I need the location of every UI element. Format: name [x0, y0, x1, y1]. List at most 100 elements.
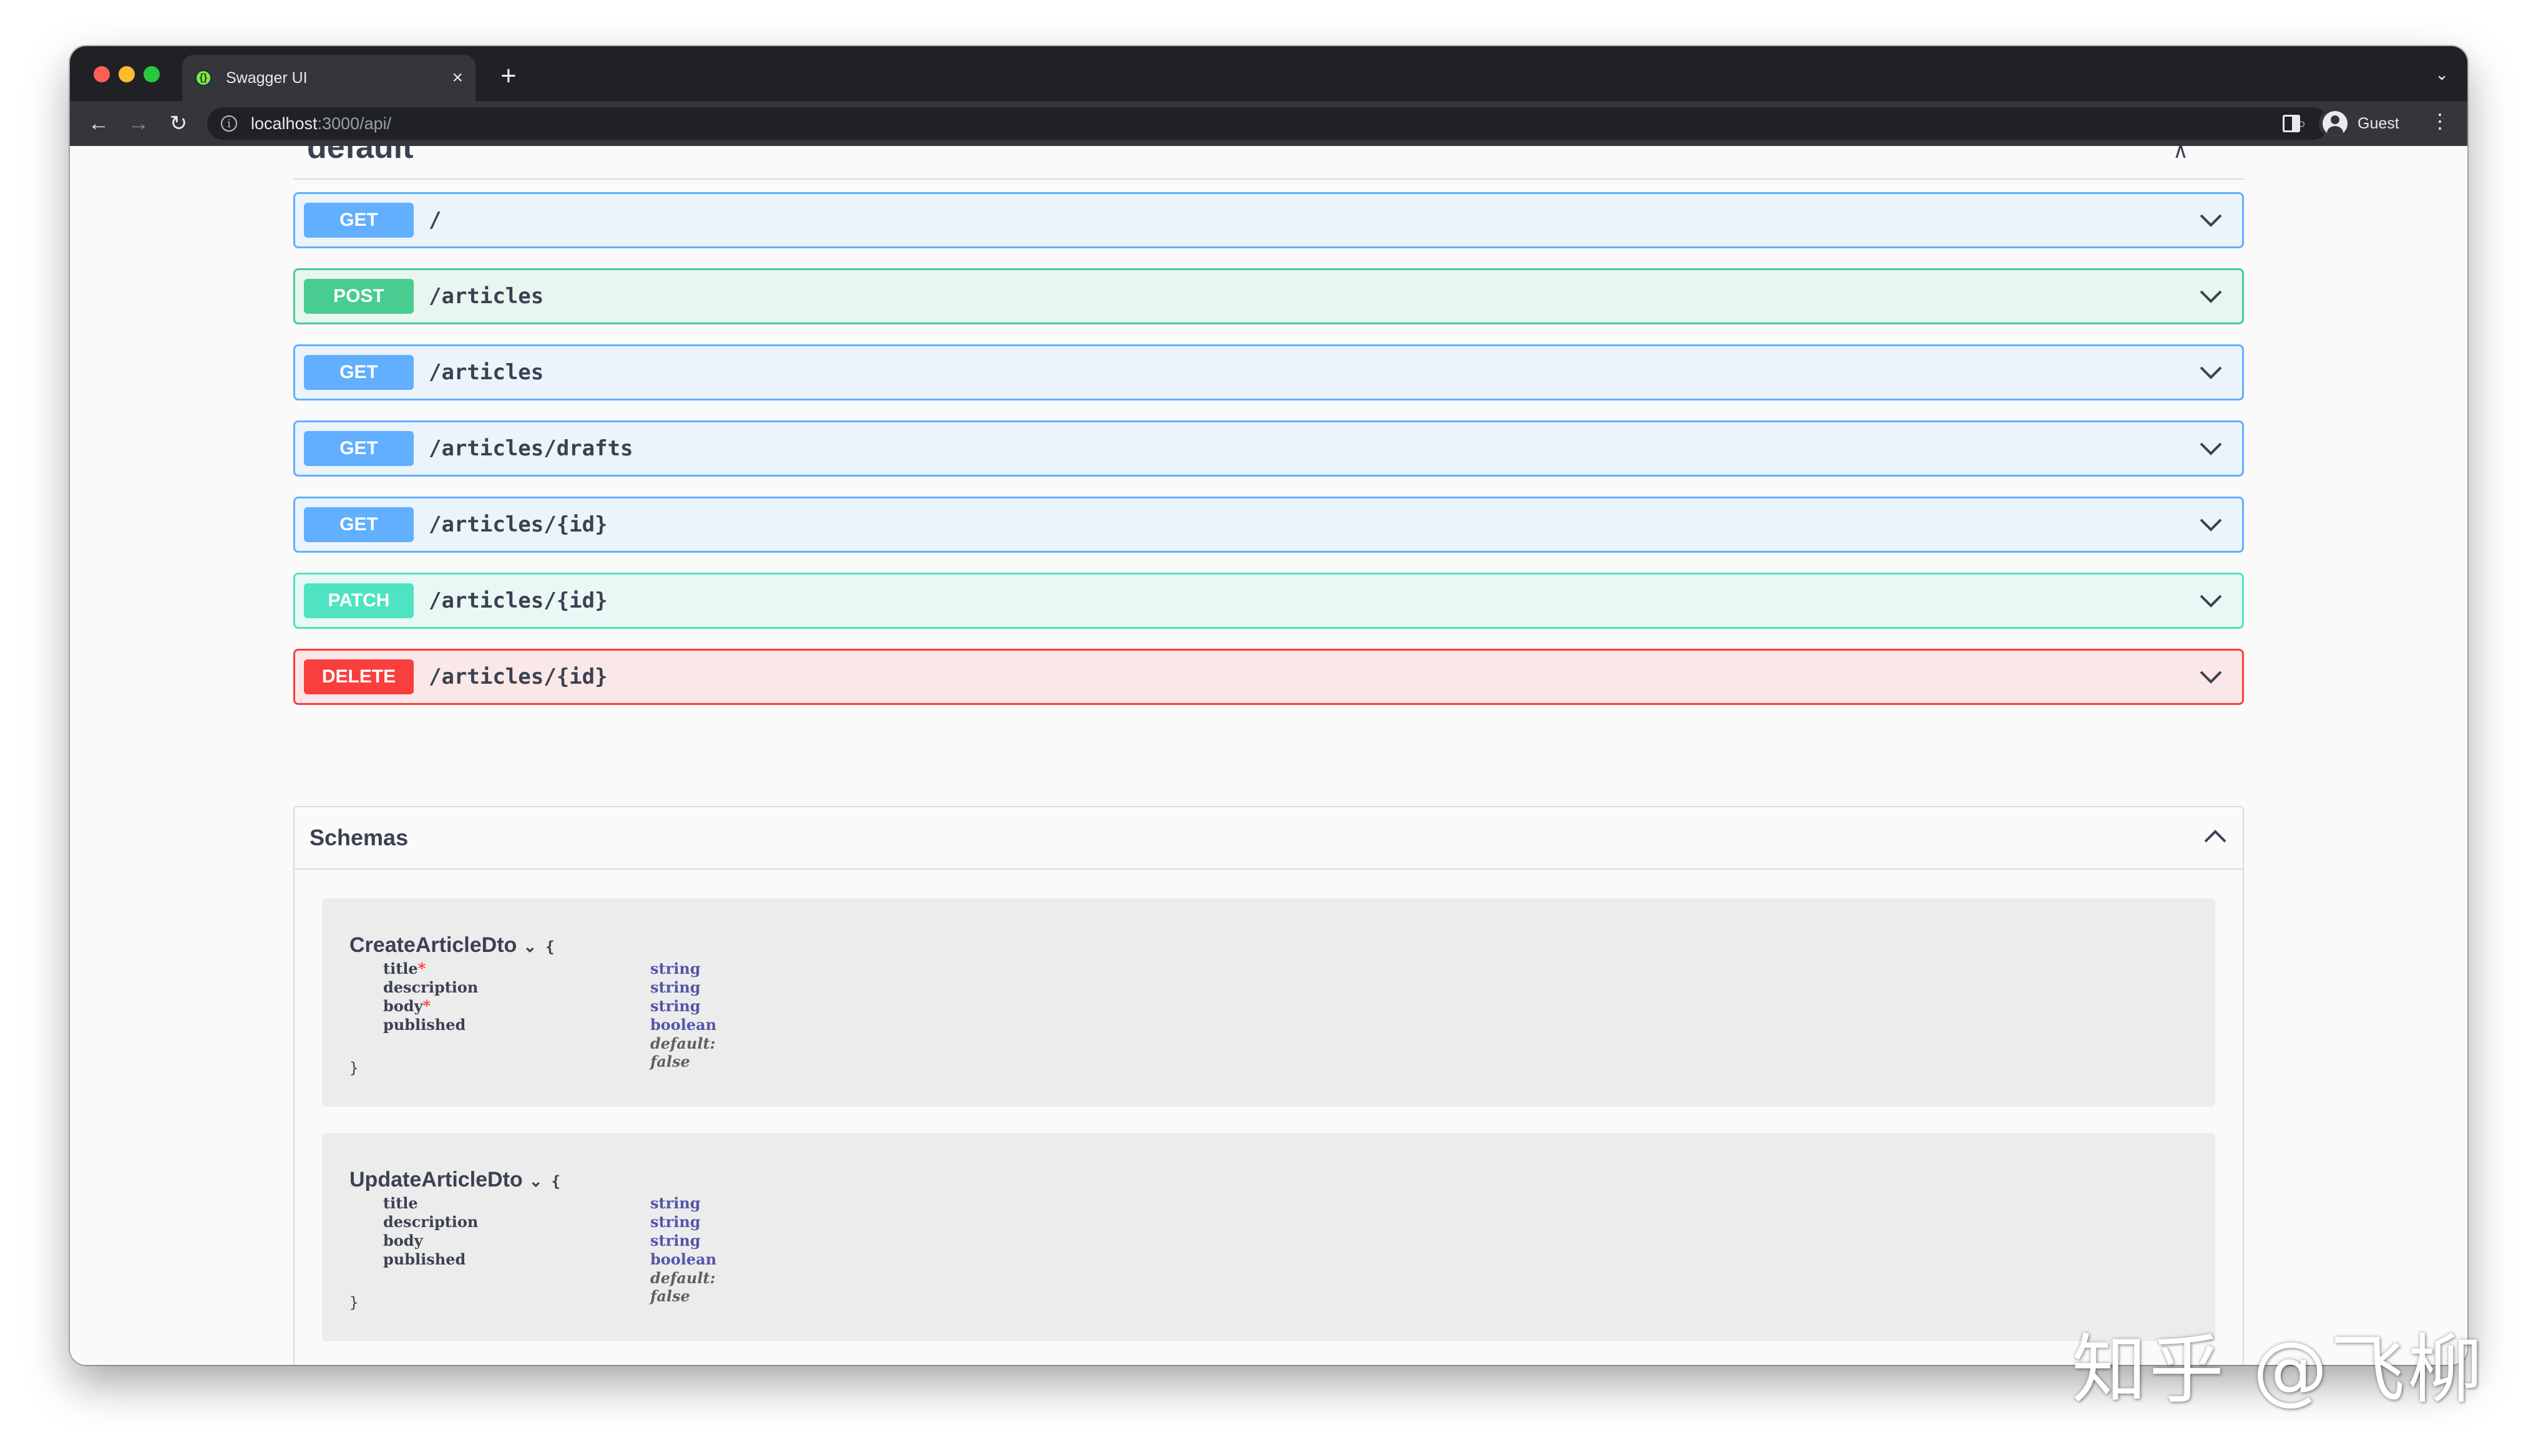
open-brace: {: [545, 938, 555, 956]
model-create-article-dto: CreateArticleDto⌄{ title* string descrip…: [322, 898, 2215, 1107]
method-badge: PATCH: [304, 583, 414, 618]
address-bar[interactable]: i localhost :3000/api/ ⌕: [207, 107, 2329, 140]
tab-title: Swagger UI: [226, 69, 308, 87]
property-row: published boolean default: false: [383, 1016, 716, 1070]
chevron-up-icon[interactable]: [2203, 829, 2228, 847]
property-default: default: false: [650, 1034, 716, 1070]
site-info-icon[interactable]: i: [221, 115, 237, 132]
chevron-down-icon[interactable]: [2192, 208, 2230, 233]
method-badge: GET: [304, 355, 414, 390]
property-row: title string: [383, 1194, 701, 1213]
opblock-get-articles[interactable]: GET /articles: [293, 344, 2244, 400]
endpoint-path: /articles: [429, 360, 544, 385]
property-type: string: [650, 978, 701, 996]
opblock-get-root[interactable]: GET /: [293, 192, 2244, 248]
url-host: localhost: [251, 114, 318, 133]
section-collapse-icon[interactable]: ∧: [2173, 146, 2188, 163]
chevron-down-icon[interactable]: [2192, 360, 2230, 385]
property-type: boolean: [650, 1250, 717, 1268]
watermark: 知乎 @飞柳: [2072, 1327, 2485, 1414]
property-row: published boolean default: false: [383, 1250, 716, 1305]
property-type: string: [650, 997, 701, 1015]
model-name: UpdateArticleDto: [349, 1168, 523, 1191]
property-type: string: [650, 1231, 701, 1250]
property-row: body string: [383, 1231, 701, 1250]
reload-button[interactable]: ↻: [169, 112, 188, 135]
endpoint-path: /: [429, 208, 442, 233]
schemas-header[interactable]: Schemas: [295, 807, 2243, 870]
opblock-get-articles-drafts[interactable]: GET /articles/drafts: [293, 420, 2244, 477]
schemas-section: Schemas CreateArticleDto⌄{ title* string…: [293, 806, 2244, 1365]
profile-name: Guest: [2358, 114, 2399, 132]
browser-menu-icon[interactable]: ⋮: [2430, 110, 2450, 132]
method-badge: GET: [304, 507, 414, 542]
tab-strip: {} Swagger UI × + ⌄: [70, 46, 2467, 101]
property-name: body: [383, 997, 423, 1015]
property-name: description: [383, 978, 479, 996]
required-marker: *: [417, 959, 426, 978]
model-expand-chevron-icon[interactable]: ⌄: [523, 937, 537, 956]
property-type: string: [650, 959, 701, 978]
chevron-down-icon[interactable]: [2192, 284, 2230, 309]
endpoint-path: /articles/{id}: [429, 512, 608, 537]
close-brace: }: [349, 1059, 359, 1077]
url-path: :3000/api/: [317, 114, 392, 133]
property-name: published: [383, 1016, 466, 1034]
property-row: body* string: [383, 997, 701, 1016]
maximize-window-button[interactable]: [144, 66, 160, 82]
endpoint-path: /articles/{id}: [429, 588, 608, 613]
opblock-patch-article-by-id[interactable]: PATCH /articles/{id}: [293, 573, 2244, 629]
property-type: string: [650, 1213, 701, 1231]
model-title[interactable]: UpdateArticleDto ⌄ {: [349, 1168, 560, 1192]
guest-avatar-icon: [2323, 111, 2348, 136]
browser-toolbar: ← → ↻ i localhost :3000/api/ ⌕ Guest ⋮: [70, 101, 2467, 146]
model-update-article-dto: UpdateArticleDto ⌄ { title string descript…: [322, 1133, 2215, 1341]
property-type: string: [650, 1194, 701, 1212]
tab-search-chevron-icon[interactable]: ⌄: [2435, 65, 2449, 84]
property-name: published: [383, 1250, 466, 1268]
forward-button[interactable]: →: [128, 111, 149, 135]
chevron-down-icon[interactable]: [2192, 512, 2230, 537]
swagger-page: default ∧ GET / POST /articles GET /arti…: [70, 146, 2467, 1365]
tab-close-icon[interactable]: ×: [452, 67, 463, 88]
endpoint-path: /articles/{id}: [429, 664, 608, 689]
swagger-favicon-icon: {}: [195, 69, 212, 87]
schemas-title: Schemas: [310, 825, 409, 850]
method-badge: GET: [304, 431, 414, 466]
property-name: body: [383, 1231, 423, 1250]
close-brace: }: [349, 1294, 359, 1311]
back-button[interactable]: ←: [88, 111, 109, 135]
section-title[interactable]: default: [307, 146, 414, 165]
required-marker: *: [422, 997, 431, 1015]
opblock-delete-article-by-id[interactable]: DELETE /articles/{id}: [293, 649, 2244, 705]
property-name: title: [383, 1194, 418, 1212]
property-name: description: [383, 1213, 479, 1231]
open-brace: {: [551, 1173, 560, 1190]
method-badge: POST: [304, 279, 414, 314]
property-default: default: false: [650, 1269, 716, 1305]
property-name: title: [383, 959, 418, 978]
profile-button[interactable]: Guest: [2319, 110, 2409, 137]
browser-window: {} Swagger UI × + ⌄ ← → ↻ i localhost :3…: [70, 46, 2467, 1365]
opblock-get-article-by-id[interactable]: GET /articles/{id}: [293, 497, 2244, 553]
endpoint-path: /articles/drafts: [429, 436, 633, 461]
model-title[interactable]: CreateArticleDto ⌄ {: [349, 933, 555, 958]
new-tab-button[interactable]: +: [500, 61, 517, 91]
method-badge: DELETE: [304, 659, 414, 694]
endpoint-path: /articles: [429, 284, 544, 309]
property-type: boolean: [650, 1016, 717, 1034]
section-divider: [293, 178, 2244, 180]
method-badge: GET: [304, 203, 414, 238]
minimize-window-button[interactable]: [119, 66, 135, 82]
chevron-down-icon[interactable]: [2192, 664, 2230, 689]
chevron-down-icon[interactable]: [2192, 588, 2230, 613]
opblock-post-articles[interactable]: POST /articles: [293, 268, 2244, 324]
close-window-button[interactable]: [94, 66, 110, 82]
property-row: title* string: [383, 959, 701, 978]
property-row: description string: [383, 1213, 701, 1231]
side-panel-icon[interactable]: [2283, 115, 2300, 132]
model-name: CreateArticleDto: [349, 933, 517, 957]
tab-swagger-ui[interactable]: {} Swagger UI ×: [182, 55, 476, 101]
model-expand-chevron-icon[interactable]: ⌄: [529, 1172, 543, 1190]
chevron-down-icon[interactable]: [2192, 436, 2230, 461]
